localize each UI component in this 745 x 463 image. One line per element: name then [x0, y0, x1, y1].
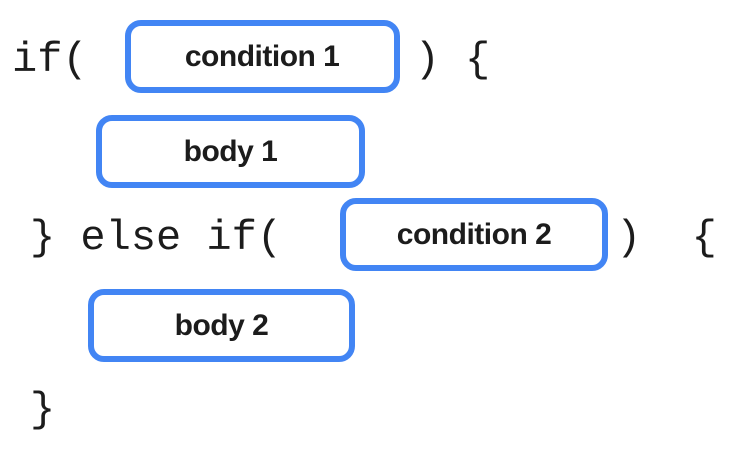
- code-if-close: ) {: [414, 35, 491, 84]
- code-else-if-open: } else if(: [30, 213, 283, 262]
- line-closing-brace: }: [30, 381, 55, 433]
- body2-block: body 2: [88, 289, 355, 362]
- code-else-if-close: ) {: [616, 213, 717, 262]
- code-if-open: if(: [12, 35, 88, 84]
- line-if-condition: if( condition 1 ) {: [12, 20, 490, 93]
- code-final-brace: }: [30, 386, 56, 434]
- line-else-if-condition: } else if( condition 2 ) {: [30, 198, 717, 271]
- condition2-block: condition 2: [340, 198, 609, 271]
- body1-block: body 1: [96, 115, 365, 188]
- condition1-label: condition 1: [184, 39, 340, 73]
- line-body2: body 2: [88, 289, 355, 362]
- condition1-block: condition 1: [124, 20, 400, 93]
- line-body1: body 1: [96, 115, 365, 188]
- body1-label: body 1: [183, 134, 278, 168]
- body2-label: body 2: [174, 308, 269, 342]
- condition2-label: condition 2: [396, 217, 552, 251]
